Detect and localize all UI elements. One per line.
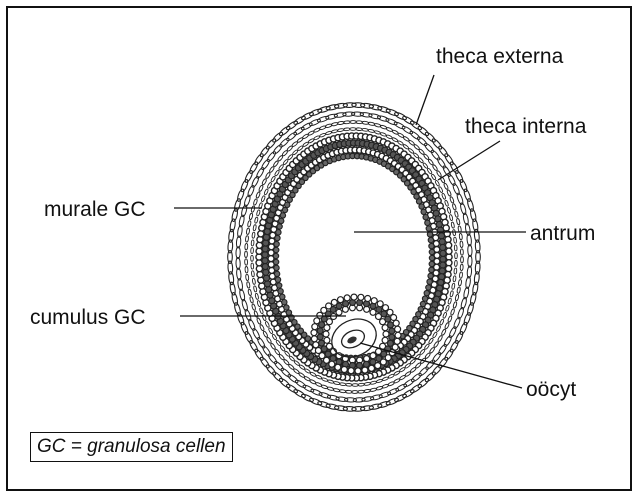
label-theca-interna: theca interna [465, 115, 587, 138]
label-antrum: antrum [530, 222, 595, 245]
label-cumulus-gc: cumulus GC [30, 306, 146, 329]
follicle-cell-layers [228, 103, 481, 412]
label-theca-externa: theca externa [436, 45, 564, 68]
label-murale-gc: murale GC [44, 198, 146, 221]
label-oocyt: oöcyt [526, 378, 576, 401]
leader-theca-externa [416, 75, 434, 125]
legend-box: GC = granulosa cellen [30, 432, 233, 462]
